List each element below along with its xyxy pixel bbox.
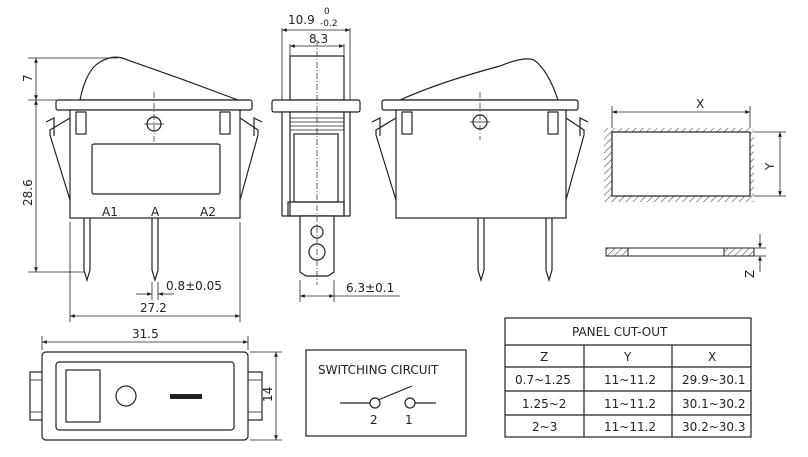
table-cell: 30.2~30.3 [682, 420, 746, 434]
circuit-pin-2: 2 [370, 413, 378, 427]
table-cell: 11~11.2 [604, 373, 656, 387]
dim-side-width: 10.9 [288, 13, 315, 27]
front-view: A1 A A2 7 28.6 0.8±0.05 27.2 [21, 56, 263, 322]
panel-cutout: X Y Z [604, 97, 786, 278]
table-cell: 11~11.2 [604, 420, 656, 434]
dim-tab-width: 6.3±0.1 [346, 281, 394, 295]
cutout-z-label: Z [743, 270, 757, 278]
table-title: PANEL CUT-OUT [572, 325, 668, 339]
table-cell: 29.9~30.1 [682, 373, 746, 387]
top-view: 31.5 14 [29, 327, 282, 441]
cutout-x-label: X [696, 97, 704, 111]
terminal-a-label: A [151, 205, 160, 219]
table-cell: 0.7~1.25 [515, 373, 571, 387]
terminal-a1-label: A1 [102, 205, 118, 219]
cutout-y-label: Y [763, 162, 777, 171]
table-cell: 30.1~30.2 [682, 397, 746, 411]
dim-top-height: 7 [21, 74, 35, 82]
table-header-z: Z [540, 350, 548, 364]
table-header-y: Y [623, 350, 632, 364]
table-cell: 11~11.2 [604, 397, 656, 411]
dim-side-inner: 8.3 [309, 32, 328, 46]
dim-side-tol-lower: -0.2 [320, 19, 338, 29]
back-view [371, 58, 589, 283]
dim-length: 31.5 [132, 327, 159, 341]
terminal-a2-label: A2 [200, 205, 216, 219]
dim-body-height: 28.6 [21, 179, 35, 206]
dim-pin-width: 0.8±0.05 [166, 279, 222, 293]
circuit-pin-1: 1 [405, 413, 413, 427]
table-cell: 1.25~2 [522, 397, 566, 411]
dim-width: 14 [261, 387, 275, 402]
circuit-title: SWITCHING CIRCUIT [318, 363, 439, 377]
panel-cutout-table: PANEL CUT-OUT Z Y X 0.7~1.25 11~11.2 29.… [504, 317, 752, 438]
dim-pin-spacing: 27.2 [140, 301, 167, 315]
switching-circuit: SWITCHING CIRCUIT 2 1 [305, 349, 467, 437]
dim-side-tol-upper: 0 [324, 7, 330, 17]
side-view: 10.9 0 -0.2 8.3 6.3±0.1 [271, 7, 400, 302]
table-header-x: X [708, 350, 716, 364]
table-cell: 2~3 [532, 420, 557, 434]
